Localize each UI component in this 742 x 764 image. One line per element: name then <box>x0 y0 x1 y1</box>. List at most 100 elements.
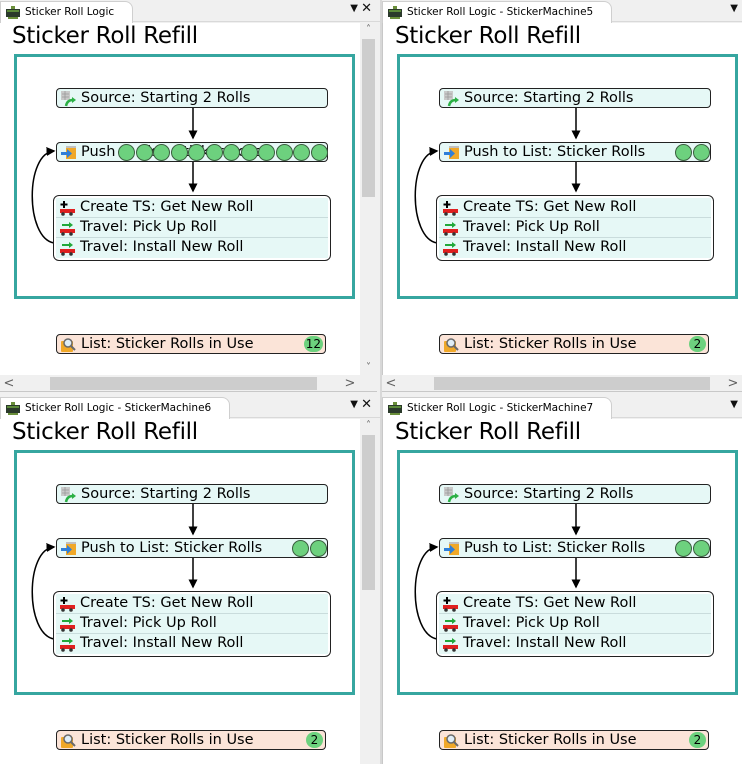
travel-pickup-label: Travel: Pick Up Roll <box>463 615 600 631</box>
list-activity[interactable]: List: Sticker Rolls in Use 2 <box>439 730 709 750</box>
travel-install-activity[interactable]: Travel: Install New Roll <box>56 634 328 654</box>
list-activity[interactable]: List: Sticker Rolls in Use 2 <box>439 334 709 354</box>
scroll-left-icon[interactable]: < <box>385 376 397 391</box>
source-activity[interactable]: Source: Starting 2 Rolls <box>56 88 328 108</box>
token[interactable] <box>135 144 153 161</box>
token[interactable] <box>170 144 188 161</box>
token[interactable] <box>240 144 258 161</box>
list-label: List: Sticker Rolls in Use <box>81 732 254 748</box>
create-ts-activity[interactable]: Create TS: Get New Roll <box>56 594 328 614</box>
flow-container[interactable] <box>397 450 738 695</box>
task-sequence-group[interactable]: Create TS: Get New Roll Travel: Pick Up … <box>436 195 714 261</box>
tab-close-icon[interactable]: ✕ <box>361 397 372 412</box>
token[interactable] <box>205 144 223 161</box>
scroll-up-icon[interactable]: ˄ <box>366 24 371 35</box>
create-ts-activity[interactable]: Create TS: Get New Roll <box>439 198 711 218</box>
token[interactable] <box>153 144 170 161</box>
tab-close-icon[interactable]: ✕ <box>361 1 372 16</box>
flow-tab[interactable]: Sticker Roll Logic <box>0 1 134 23</box>
task-sequence-group[interactable]: Create TS: Get New Roll Travel: Pick Up … <box>53 591 331 657</box>
source-activity[interactable]: Source: Starting 2 Rolls <box>439 484 711 504</box>
token[interactable] <box>118 144 135 161</box>
source-activity[interactable]: Source: Starting 2 Rolls <box>56 484 328 504</box>
flow-container[interactable] <box>14 54 355 299</box>
flow-tab[interactable]: Sticker Roll Logic - StickerMachine5 <box>382 1 613 23</box>
source-label: Source: Starting 2 Rolls <box>81 90 251 106</box>
list-count-badge: 2 <box>306 732 323 748</box>
horizontal-scrollbar[interactable]: <> <box>382 375 742 392</box>
token[interactable] <box>292 540 309 557</box>
token[interactable] <box>675 540 692 557</box>
travel-pickup-activity[interactable]: Travel: Pick Up Roll <box>56 614 328 634</box>
travel-pickup-activity[interactable]: Travel: Pick Up Roll <box>439 614 711 634</box>
source-label: Source: Starting 2 Rolls <box>81 486 251 502</box>
flow-canvas[interactable]: Sticker Roll Refill Source: Starting 2 R… <box>382 23 742 375</box>
task-sequence-group[interactable]: Create TS: Get New Roll Travel: Pick Up … <box>53 195 331 261</box>
travel-icon <box>60 638 75 652</box>
token[interactable] <box>310 144 328 161</box>
scroll-right-icon[interactable]: > <box>344 376 356 391</box>
travel-pickup-activity[interactable]: Travel: Pick Up Roll <box>56 218 328 238</box>
create-ts-activity[interactable]: Create TS: Get New Roll <box>439 594 711 614</box>
travel-icon <box>443 242 458 256</box>
tab-menu-icon[interactable]: ▼ <box>350 399 358 410</box>
vertical-scrollbar[interactable]: ˄ <box>360 419 377 764</box>
source-activity[interactable]: Source: Starting 2 Rolls <box>439 88 711 108</box>
tab-bar: Sticker Roll Logic ▼ ✕ <box>0 0 380 23</box>
token[interactable] <box>223 144 240 161</box>
tab-menu-icon[interactable]: ▼ <box>730 399 738 410</box>
token[interactable] <box>275 144 293 161</box>
vertical-scroll-thumb[interactable] <box>362 39 375 197</box>
flow-canvas[interactable]: Sticker Roll Refill Source: Starting 2 R… <box>0 23 360 375</box>
list-activity[interactable]: List: Sticker Rolls in Use 2 <box>56 730 326 750</box>
list-search-icon <box>61 734 76 748</box>
pane-sticker-roll-logic: Sticker Roll Logic ▼ ✕ Sticker Roll Refi… <box>0 0 380 392</box>
push-to-list-icon <box>61 542 76 555</box>
horizontal-scroll-thumb[interactable] <box>434 377 710 390</box>
token[interactable] <box>293 144 310 161</box>
horizontal-scrollbar[interactable]: <> <box>0 375 377 392</box>
flow-container[interactable] <box>397 54 738 299</box>
vertical-scrollbar[interactable]: ˄˅ <box>360 23 377 375</box>
token[interactable] <box>693 144 710 161</box>
travel-install-activity[interactable]: Travel: Install New Roll <box>56 238 328 258</box>
token[interactable] <box>693 540 710 557</box>
travel-pickup-label: Travel: Pick Up Roll <box>80 219 217 235</box>
token[interactable] <box>675 144 692 161</box>
flow-canvas[interactable]: Sticker Roll Refill Source: Starting 2 R… <box>0 419 360 764</box>
token[interactable] <box>310 540 327 557</box>
list-search-icon <box>444 338 459 352</box>
create-ts-label: Create TS: Get New Roll <box>80 199 254 215</box>
process-flow-icon <box>6 6 20 19</box>
flow-tab[interactable]: Sticker Roll Logic - StickerMachine6 <box>0 397 231 419</box>
push-to-list-activity[interactable]: Push to List: Sticker Rolls <box>439 538 711 558</box>
tab-label: Sticker Roll Logic <box>25 6 115 18</box>
travel-pickup-activity[interactable]: Travel: Pick Up Roll <box>439 218 711 238</box>
travel-install-activity[interactable]: Travel: Install New Roll <box>439 238 711 258</box>
horizontal-scroll-thumb[interactable] <box>50 377 317 390</box>
scroll-right-icon[interactable]: > <box>727 376 739 391</box>
flow-tab[interactable]: Sticker Roll Logic - StickerMachine7 <box>382 397 613 419</box>
list-activity[interactable]: List: Sticker Rolls in Use 12 <box>56 334 326 354</box>
tab-menu-icon[interactable]: ▼ <box>350 3 358 14</box>
create-ts-activity[interactable]: Create TS: Get New Roll <box>56 198 328 218</box>
create-ts-label: Create TS: Get New Roll <box>463 595 637 611</box>
push-to-list-activity[interactable]: Push to List: Sticker Rolls <box>56 538 328 558</box>
scroll-down-icon[interactable]: ˅ <box>366 362 371 373</box>
token[interactable] <box>188 144 205 161</box>
scroll-up-icon[interactable]: ˄ <box>366 420 371 431</box>
push-to-list-activity[interactable]: Push to List: Sticker Rolls <box>56 142 328 162</box>
travel-install-activity[interactable]: Travel: Install New Roll <box>439 634 711 654</box>
push-to-list-activity[interactable]: Push to List: Sticker Rolls <box>439 142 711 162</box>
scroll-left-icon[interactable]: < <box>3 376 15 391</box>
tab-menu-icon[interactable]: ▼ <box>730 3 738 14</box>
flow-canvas[interactable]: Sticker Roll Refill Source: Starting 2 R… <box>382 419 742 764</box>
create-task-sequence-icon <box>443 201 458 216</box>
vertical-splitter[interactable] <box>380 0 382 764</box>
vertical-scroll-thumb[interactable] <box>362 435 375 590</box>
task-sequence-group[interactable]: Create TS: Get New Roll Travel: Pick Up … <box>436 591 714 657</box>
source-icon <box>61 91 76 107</box>
token[interactable] <box>258 144 275 161</box>
flow-container[interactable] <box>14 450 355 695</box>
pane-sticker-machine7: Sticker Roll Logic - StickerMachine7 ▼ S… <box>382 396 742 764</box>
